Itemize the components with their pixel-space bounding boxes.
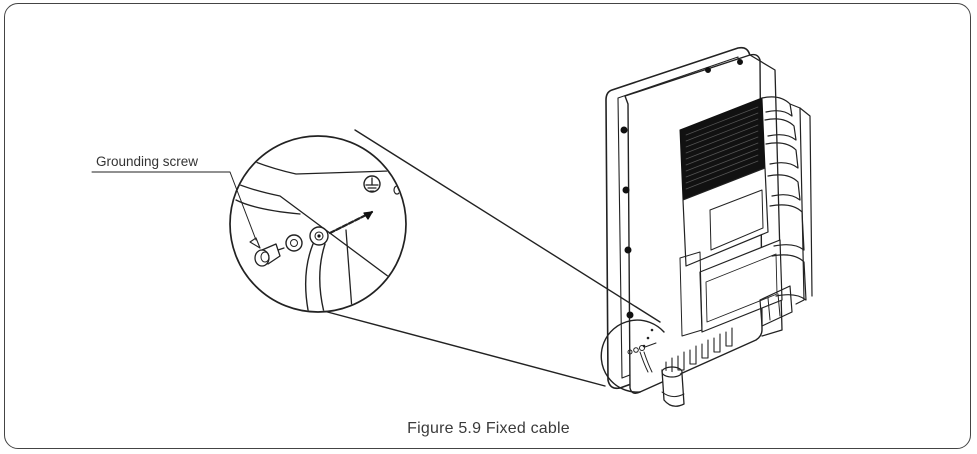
projection-line-bottom <box>319 309 606 387</box>
inverter-unit <box>605 46 813 395</box>
detail-target-circle <box>600 319 685 407</box>
magnified-detail-circle <box>229 135 407 313</box>
figure-caption: Figure 5.9 Fixed cable <box>407 420 570 437</box>
projection-line-top <box>354 129 661 323</box>
figure-frame <box>4 3 971 449</box>
grounding-screw-label: Grounding screw <box>96 154 198 169</box>
grounding-screw-callout <box>91 171 257 241</box>
